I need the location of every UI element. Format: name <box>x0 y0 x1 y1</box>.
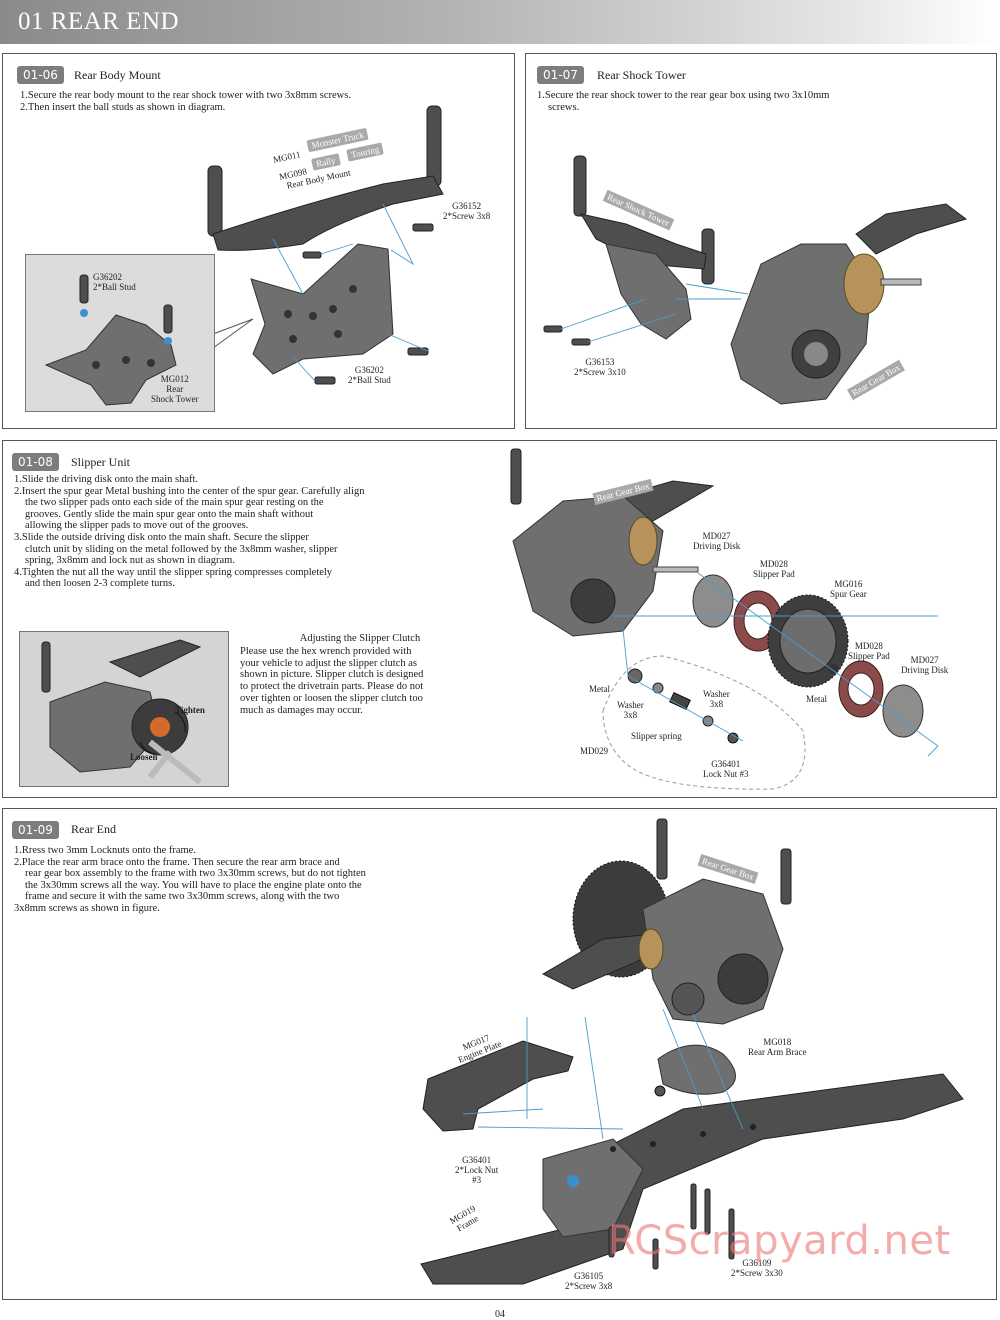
instruction-line: 4.Tighten the nut all the way until the … <box>14 566 333 578</box>
label-md029: MD029 <box>580 746 609 756</box>
instruction-line: 3.Slide the outside driving disk onto th… <box>14 531 309 543</box>
label-loosen: Loosen <box>130 752 158 762</box>
gear-box-part <box>730 203 968 405</box>
screw-parts <box>543 325 591 346</box>
instruction-line: the 3x30mm screws all the way. You will … <box>25 879 362 891</box>
gear-box-assembly <box>510 448 715 637</box>
label-mg016-spur-gear: MG016 Spur Gear <box>830 579 867 599</box>
step-instructions: 1.Slide the driving disk onto the main s… <box>14 474 484 590</box>
shock-tower-part <box>573 155 715 340</box>
label-mg018-rear-arm-brace: MG018 Rear Arm Brace <box>748 1037 807 1057</box>
screw-parts <box>302 223 434 385</box>
label-washer-3x8-2: Washer 3x8 <box>703 689 730 709</box>
label-g36202: G36202 2*Ball Stud <box>348 365 391 385</box>
adjust-line: Please use the hex wrench provided with <box>240 645 412 657</box>
rear-end-diagram <box>420 818 964 1285</box>
label-g36202-inset: G36202 2*Ball Stud <box>93 272 136 292</box>
slipper-parts <box>627 574 924 744</box>
instruction-line: clutch unit by sliding on the metal foll… <box>25 543 338 555</box>
watermark: RCScrapyard.net <box>608 1218 951 1264</box>
instruction-line: 2.Place the rear arm brace onto the fram… <box>14 856 340 868</box>
slipper-adjust-photo: Tighten Loosen <box>19 631 229 787</box>
instruction-line: screws. <box>548 101 580 113</box>
instruction-line: 3x8mm screws as shown in figure. <box>14 902 160 914</box>
label-metal-2: Metal <box>806 694 827 704</box>
step-badge: 01-09 <box>12 821 59 839</box>
screw-parts <box>608 1085 735 1270</box>
adjust-line: your vehicle to adjust the slipper clutc… <box>240 657 417 669</box>
adjust-line: to protect the drivetrain parts. Please … <box>240 681 424 693</box>
step-title: Rear End <box>71 822 116 836</box>
instruction-line: 1.Secure the rear shock tower to the rea… <box>537 90 830 101</box>
step-title: Rear Body Mount <box>74 68 161 82</box>
instruction-line: 1.Rress two 3mm Locknuts onto the frame. <box>14 845 196 856</box>
adjust-note: Adjusting the Slipper Clutch Please use … <box>240 633 480 717</box>
slipper-unit-diagram <box>510 448 939 790</box>
label-washer-3x8: Washer 3x8 <box>617 700 644 720</box>
step-badge: 01-07 <box>537 66 584 84</box>
section-title: 01 REAR END <box>18 8 180 35</box>
step-badge: 01-06 <box>17 66 64 84</box>
shock-tower-inset <box>25 254 215 412</box>
adjust-line: over tighten or loosen the slipper clutc… <box>240 692 423 704</box>
instruction-line: rear gear box assembly to the frame with… <box>25 868 366 880</box>
rear-arm-brace-part <box>657 1044 736 1095</box>
label-metal: Metal <box>589 684 610 694</box>
label-g36401-lock-nut: G36401 Lock Nut #3 <box>703 759 749 779</box>
step-instructions: 1.Secure the rear shock tower to the rea… <box>537 90 977 113</box>
step-panel-01-09: 01-09 Rear End 1.Rress two 3mm Locknuts … <box>2 808 997 1300</box>
frame-part <box>420 1073 964 1285</box>
instruction-line: 1.Secure the rear body mount to the rear… <box>20 90 351 101</box>
gear-box-assembly <box>541 818 792 1025</box>
step-panel-01-06: 01-06 Rear Body Mount 1.Secure the rear … <box>2 53 515 429</box>
body-mount-part <box>207 105 444 251</box>
step-title: Slipper Unit <box>71 455 130 469</box>
instruction-line: allowing the slipper pads to move out of… <box>25 520 249 532</box>
label-g36109: G36109 2*Screw 3x30 <box>731 1258 783 1278</box>
instruction-line: 1.Slide the driving disk onto the main s… <box>14 474 199 485</box>
label-md028-slipper-pad: MD028 Slipper Pad <box>753 559 795 579</box>
section-header-bar: 01 REAR END <box>0 0 1000 44</box>
step-instructions: 1.Secure the rear body mount to the rear… <box>20 90 500 113</box>
label-slipper-spring: Slipper spring <box>631 731 682 741</box>
rear-shock-tower-diagram <box>543 155 968 405</box>
label-md028-slipper-pad-2: MD028 Slipper Pad <box>848 641 890 661</box>
step-panel-01-07: 01-07 Rear Shock Tower 1.Secure the rear… <box>525 53 997 429</box>
adjust-line: much as damages may occur. <box>240 704 363 716</box>
instruction-line: frame and secure it with the same two 3x… <box>25 891 340 903</box>
step-instructions: 1.Rress two 3mm Locknuts onto the frame.… <box>14 845 484 915</box>
label-g36153: G36153 2*Screw 3x10 <box>574 357 626 377</box>
adjust-line: shown in picture. Slipper clutch is desi… <box>240 669 424 681</box>
adjust-title: Adjusting the Slipper Clutch <box>299 633 421 644</box>
label-g36105: G36105 2*Screw 3x8 <box>565 1271 613 1291</box>
page-number: 04 <box>495 1309 505 1320</box>
label-md027-driving-disk: MD027 Driving Disk <box>693 531 741 551</box>
instruction-line: 2.Then insert the ball studs as shown in… <box>20 101 226 113</box>
rear-body-mount-diagram <box>207 105 444 385</box>
instruction-line: grooves. Gently slide the main spur gear… <box>25 508 314 520</box>
instruction-line: 2.Insert the spur gear Metal bushing int… <box>14 485 365 497</box>
step-badge: 01-08 <box>12 453 59 471</box>
label-md027-driving-disk-2: MD027 Driving Disk <box>901 655 949 675</box>
label-mg012: MG012 Rear Shock Tower <box>151 374 199 404</box>
label-tighten: Tighten <box>175 705 205 715</box>
instruction-line: spring, 3x8mm and lock nut as shown in d… <box>25 555 235 567</box>
rear-shock-tower-part <box>250 243 394 375</box>
shock-tower-inset-drawing <box>44 274 177 406</box>
slipper-adjust-drawing <box>41 639 202 785</box>
label-g36401-lock-nut: G36401 2*Lock Nut #3 <box>455 1155 499 1185</box>
engine-plate-part <box>422 1040 574 1132</box>
instruction-line: and then loosen 2-3 complete turns. <box>25 578 175 590</box>
step-panel-01-08: 01-08 Slipper Unit 1.Slide the driving d… <box>2 440 997 798</box>
label-g36152: G36152 2*Screw 3x8 <box>443 201 491 221</box>
step-title: Rear Shock Tower <box>597 68 686 82</box>
instruction-line: the two slipper pads onto each side of t… <box>25 497 324 509</box>
